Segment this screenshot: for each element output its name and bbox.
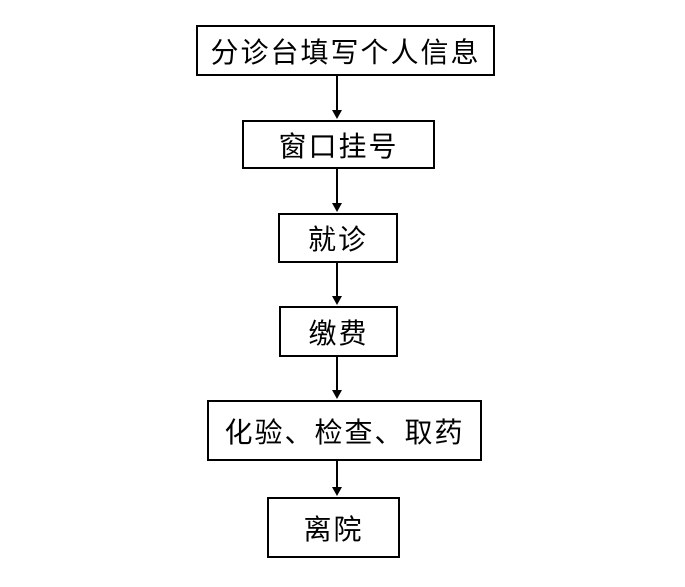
arrow-head-down-icon [332, 487, 342, 496]
flow-arrow-down [332, 169, 342, 212]
arrow-shaft [336, 461, 338, 488]
flow-step-lab-exam-medicine: 化验、检查、取药 [207, 400, 482, 461]
flow-step-label: 窗口挂号 [278, 131, 399, 163]
flow-arrow-down [332, 76, 342, 119]
arrow-head-down-icon [332, 110, 342, 119]
arrow-shaft [336, 357, 338, 391]
flow-step-see-doctor: 就诊 [278, 213, 398, 263]
arrow-head-down-icon [332, 390, 342, 399]
flow-arrow-down [332, 357, 342, 399]
flow-step-label: 就诊 [307, 225, 368, 256]
flow-step-label: 分诊台填写个人信息 [210, 37, 481, 69]
flow-step-label: 化验、检查、取药 [224, 417, 465, 449]
flow-arrow-down [332, 461, 342, 496]
arrow-head-down-icon [332, 296, 342, 305]
flow-step-triage-info: 分诊台填写个人信息 [196, 25, 495, 76]
arrow-head-down-icon [332, 203, 342, 212]
flow-step-pay-fee: 缴费 [279, 306, 398, 357]
arrow-shaft [336, 263, 338, 297]
arrow-shaft [336, 76, 338, 111]
flow-step-label: 离院 [303, 514, 364, 546]
arrow-shaft [336, 169, 338, 204]
flow-step-label: 缴费 [308, 318, 369, 350]
flow-step-window-register: 窗口挂号 [242, 120, 435, 169]
flow-step-leave-hospital: 离院 [267, 497, 400, 558]
flow-arrow-down [332, 263, 342, 305]
